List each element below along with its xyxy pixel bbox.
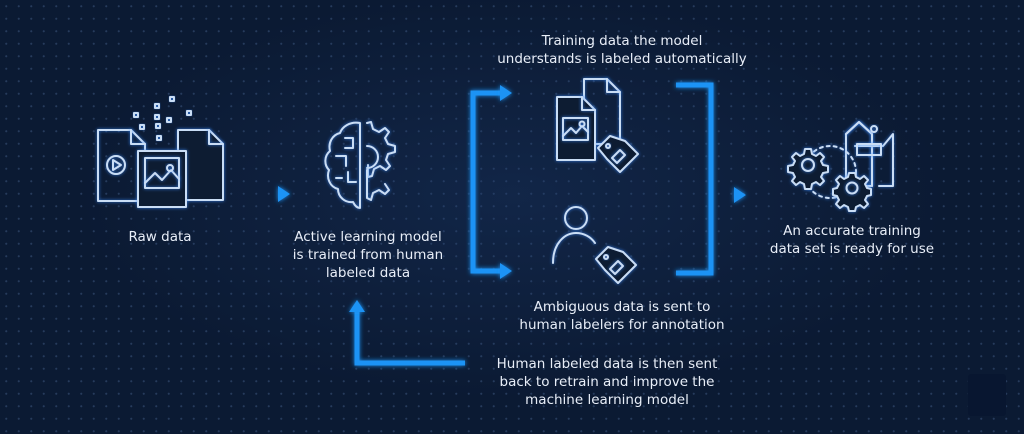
documents-media-icon [97, 96, 224, 208]
human-label-label: Ambiguous data is sent to human labelers… [519, 299, 725, 333]
raw-data-label: Raw data [128, 229, 192, 245]
corner-badge [968, 374, 1006, 416]
brain-gear-icon [324, 121, 396, 209]
arrow-raw-to-model [249, 186, 290, 202]
model-label: Active learning model is trained from hu… [292, 229, 444, 281]
gears-tag-icon [787, 121, 894, 212]
feedback-label: Human labeled data is then sent back to … [496, 356, 718, 408]
arrow-feedback-to-model [349, 300, 465, 366]
documents-tag-icon [556, 78, 639, 173]
auto-label-label: Training data the model understands is l… [497, 33, 747, 67]
arrow-merge-to-ready [676, 82, 746, 276]
arrow-model-split [442, 85, 512, 279]
person-tag-icon [552, 206, 637, 284]
ready-label: An accurate training data set is ready f… [769, 223, 935, 257]
